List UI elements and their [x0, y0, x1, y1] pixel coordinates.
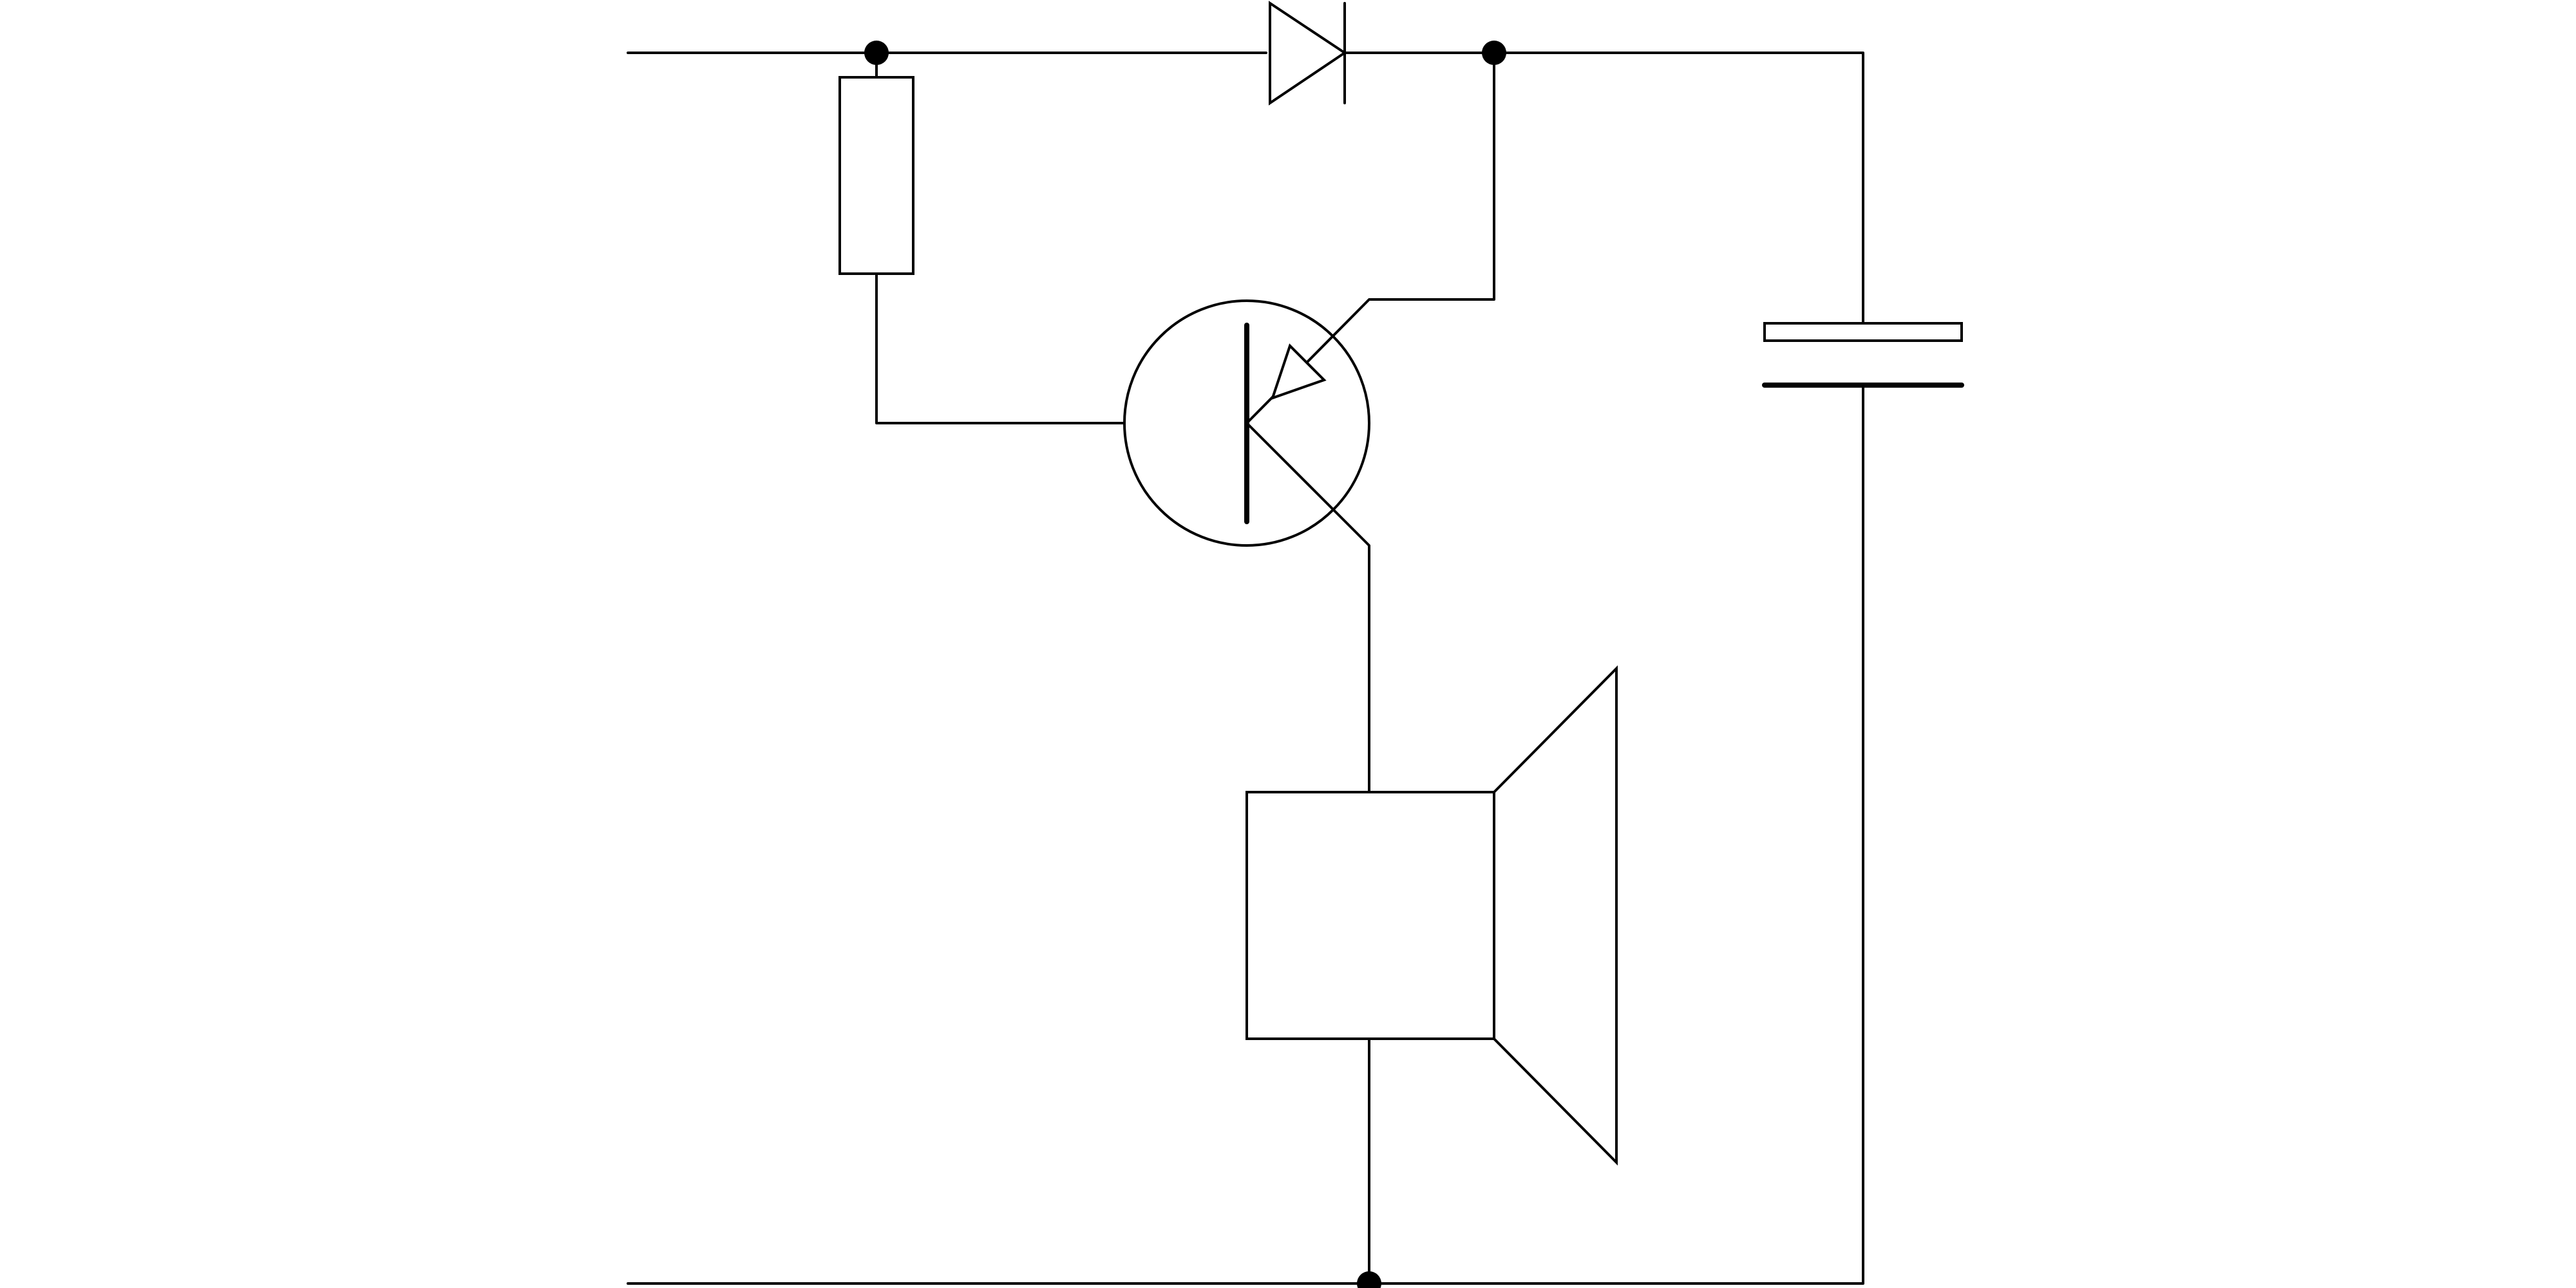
electrolytic-capacitor: [1762, 322, 1964, 388]
junction-dot-diode: [1482, 41, 1506, 65]
diode: [1269, 1, 1347, 106]
resistor-body: [838, 76, 914, 275]
bottom-rail-wire: [627, 385, 1864, 1285]
capacitor-positive-plate: [1763, 322, 1963, 342]
transistor-emitter-wire: [1245, 52, 1495, 424]
pnp-transistor: [1123, 52, 1495, 793]
resistor: [838, 52, 1248, 424]
top-rail-right-wire: [1341, 52, 1864, 323]
junction-dot-ground: [1357, 1271, 1381, 1288]
top-rail: [627, 52, 1864, 323]
diode-triangle: [1269, 1, 1347, 106]
speaker-cone: [1493, 665, 1618, 1166]
loudspeaker: [1245, 665, 1618, 1285]
junction-dot-resistor: [864, 41, 889, 65]
speaker-magnet-box: [1245, 791, 1495, 1040]
bottom-rail: [627, 385, 1864, 1285]
transistor-collector-wire: [1245, 422, 1370, 793]
emitter-arrow: [1270, 343, 1327, 401]
